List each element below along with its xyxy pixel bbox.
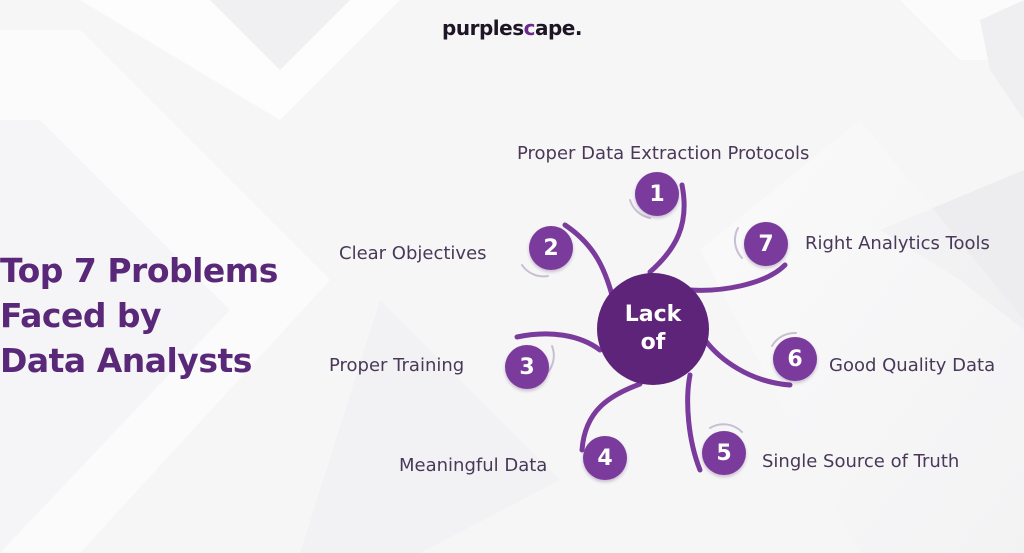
item-2-label: Clear Objectives bbox=[339, 243, 487, 264]
item-1-label: Proper Data Extraction Protocols bbox=[517, 143, 810, 164]
item-3-label: Proper Training bbox=[329, 355, 465, 376]
item-4-label: Meaningful Data bbox=[399, 455, 548, 476]
center-hub: Lack of bbox=[597, 273, 709, 385]
title-line-3: Data Analysts bbox=[0, 341, 252, 380]
item-7-label: Right Analytics Tools bbox=[805, 233, 990, 254]
item-5-number-badge: 5 bbox=[702, 431, 746, 475]
title-line-2: Faced by bbox=[0, 296, 162, 335]
item-6-number-badge: 6 bbox=[773, 337, 817, 381]
item-3-number-badge: 3 bbox=[505, 345, 549, 389]
item-5-label: Single Source of Truth bbox=[762, 451, 960, 472]
title-line-1: Top 7 Problems bbox=[0, 251, 278, 290]
item-7-number-badge: 7 bbox=[744, 222, 788, 266]
item-2-number-badge: 2 bbox=[529, 226, 573, 270]
page-title: Top 7 Problems Faced by Data Analysts bbox=[0, 248, 278, 383]
item-1-number-badge: 1 bbox=[635, 172, 679, 216]
item-4-number-badge: 4 bbox=[583, 436, 627, 480]
item-6-label: Good Quality Data bbox=[829, 355, 996, 376]
brand-logo: purplescape. bbox=[442, 16, 582, 40]
